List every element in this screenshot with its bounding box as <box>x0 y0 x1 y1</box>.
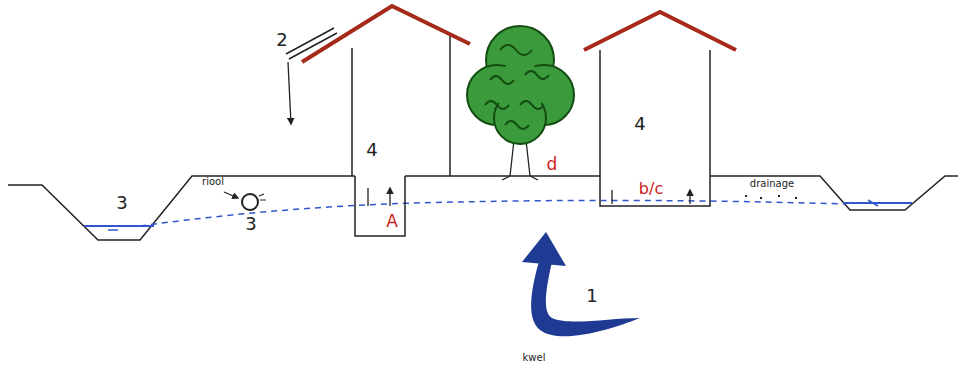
zone-letter: A <box>386 213 398 230</box>
callout-number: 3 <box>245 215 256 233</box>
callout-number: 4 <box>634 115 645 133</box>
ground-profile <box>8 176 958 240</box>
zone-letter: d <box>547 156 558 173</box>
zone-letter: b/c <box>639 181 663 197</box>
ditch-water <box>843 202 912 204</box>
rain-arrow <box>288 62 291 124</box>
callout-number: 1 <box>586 287 597 305</box>
roof <box>302 6 470 62</box>
house-wall <box>352 36 450 176</box>
seepage-arrow-large <box>522 232 640 336</box>
ditch-water <box>108 229 118 231</box>
roof <box>584 12 736 50</box>
tree <box>467 26 574 180</box>
leader-arrow <box>224 192 238 198</box>
sewer-pipe <box>242 194 258 210</box>
part-label: riool <box>202 177 224 187</box>
basement <box>355 176 405 236</box>
house-wall <box>600 50 710 206</box>
callout-number: 2 <box>276 31 287 49</box>
seepage-arrow <box>368 188 390 206</box>
solar-panel <box>286 28 337 59</box>
pipe-flow-marks <box>259 194 266 200</box>
ditch-water <box>868 200 878 206</box>
callout-number: 3 <box>116 194 127 212</box>
part-label: drainage <box>750 179 794 189</box>
part-label: kwel <box>523 353 546 363</box>
drainage-dots <box>745 196 797 198</box>
callout-number: 4 <box>366 141 377 159</box>
